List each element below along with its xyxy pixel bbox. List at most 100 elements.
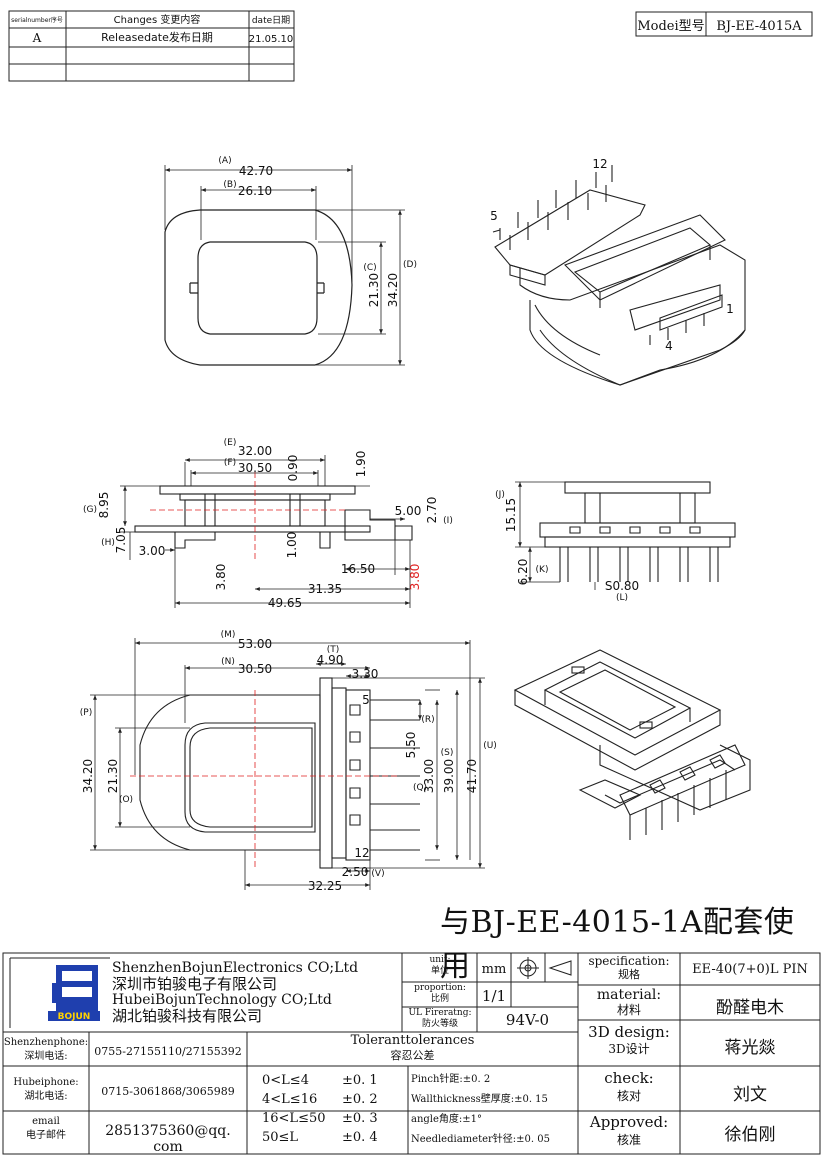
proportion-label-cn: 比例 [430,994,449,1004]
company-names: ShenzhenBojunElectronics CO;Ltd 深圳市铂骏电子有… [112,960,358,1024]
unit-label-cn: 单位 [430,966,449,976]
approved-label: Approved: [589,1113,669,1131]
tol-value-3: ±0. 3 [342,1111,378,1126]
iso-pin-12: 12 [592,157,607,171]
dim-side-30-50: 30.50 [238,461,272,475]
tol-range-1: 0<L≤4 [262,1073,309,1088]
tol-value-2: ±0. 2 [342,1092,378,1107]
material-value: 酚醛电木 [716,998,784,1018]
ul-label: UL Fireratng: [408,1008,472,1018]
dim-side-5-00: 5.00 [395,504,422,518]
material-label: material: [596,987,662,1003]
iso-view-bottom [513,649,751,840]
proportion-value: 1/1 [481,987,507,1005]
bottom-pin-5: 5 [362,693,370,707]
tolerance-ranges: 0<L≤4 4<L≤16 16<L≤50 50≤L [262,1071,326,1147]
dim-front-K-tag: (K) [536,565,549,575]
front-view [515,481,736,590]
design-label-cn: 3D设计 [608,1042,650,1056]
tol-range-2: 4<L≤16 [262,1092,318,1107]
bojun-logo: BOJUN [48,965,100,1022]
tolerance-title-cn: 容忍公差 [390,1049,435,1062]
dim-side-31-35: 31.35 [308,582,342,596]
dim-bottom-4-90: 4.90 [317,653,344,667]
contact-hb-label-cn: 湖北电话: [24,1091,68,1102]
tol-value-4: ±0. 4 [342,1130,378,1145]
contact-sz-label-cn: 深圳电话: [24,1051,68,1062]
dim-side-E-tag: (E) [224,438,237,448]
dim-front-S0-80: S0.80 [605,579,639,593]
contact-email-label-en: email [32,1116,60,1127]
design-cell: 3D design: 3D设计 [578,1024,680,1058]
logo-text: BOJUN [58,1012,91,1022]
dim-bottom-39: 39.00 [442,759,456,793]
tol-range-3: 16<L≤50 [262,1111,326,1126]
dim-front-6-20: 6.20 [516,559,530,586]
dim-bottom-2-50: 2.50 [342,865,369,879]
dim-side-32: 32.00 [238,444,272,458]
contact-sz-label-en: Shenzhenphone: [3,1037,89,1048]
design-value: 蒋光燚 [724,1038,776,1058]
contact-email-value: 2851375360@qq. com [105,1123,231,1155]
dim-front-J-tag: (J) [495,490,505,500]
dim-top-A: 42.70 [239,164,273,178]
spec-needle: Needlediameter针径:±0. 05 [411,1134,550,1145]
dim-front-15-15: 15.15 [504,498,518,532]
tolerance-header: Toleranttolerances 容忍公差 [247,1033,578,1063]
rev-row-date: 21.05.10 [249,34,294,45]
check-value: 刘文 [733,1085,767,1105]
top-view [164,165,405,366]
dim-bottom-O-tag: (O) [119,795,133,805]
spec-label-cn: 规格 [618,968,640,981]
dim-bottom-S-tag: (S) [441,748,454,758]
side-view [120,455,413,608]
material-label-cn: 材料 [616,1003,641,1017]
dim-bottom-32-25: 32.25 [308,879,342,893]
dim-bottom-41-70: 41.70 [465,759,479,793]
company-en-2: HubeiBojunTechnology CO;Ltd [112,992,332,1008]
dim-bottom-N-tag: (N) [221,657,235,667]
revision-table [8,10,295,82]
ul-value: 94V-0 [505,1011,550,1029]
company-cn-1: 深圳市铂骏电子有限公司 [112,975,278,993]
dim-side-F-tag: (F) [224,458,236,468]
dim-bottom-V-tag: (V) [371,869,384,879]
contact-hb-label-en: Hubeiphone: [13,1077,79,1088]
dim-side-1-90: 1.90 [354,451,368,478]
unit-cell: unit: 单位 [404,955,476,977]
dim-side-16-50: 16.50 [341,562,375,576]
dim-bottom-3-30: 3.30 [352,667,379,681]
dim-side-1-00: 1.00 [285,532,299,559]
spec-value: EE-40(7+0)L PIN [692,962,808,977]
iso-pin-4: 4 [665,339,673,353]
tolerance-values: ±0. 1 ±0. 2 ±0. 3 ±0. 4 [342,1071,378,1147]
dim-side-7-05: 7.05 [114,527,128,554]
proportion-cell: proportion: 比例 [404,983,476,1005]
iso-view-top [492,165,746,386]
unit-label: unit: [429,955,451,965]
spec-angle: angle角度:±1° [411,1114,483,1125]
dim-bottom-M-tag: (M) [221,630,236,640]
contact-sz-value: 0755-27155110/27155392 [94,1045,242,1058]
rev-header-serial: serialnumber序号 [11,16,63,24]
iso-pin-5: 5 [490,209,498,223]
dim-side-8-95: 8.95 [97,492,111,519]
rev-header-date: date日期 [252,15,290,26]
rev-row-serial: A [32,31,42,45]
dim-bottom-30-50: 30.50 [238,662,272,676]
dim-side-I-tag: (I) [443,516,453,526]
approved-label-cn: 核准 [616,1133,641,1147]
unit-value: mm [481,962,507,977]
proportion-label: proportion: [414,983,466,993]
dim-front-L-tag: (L) [616,593,628,603]
design-label: 3D design: [588,1023,670,1041]
dim-top-C: 21.30 [367,273,381,307]
iso-pin-1: 1 [726,302,734,316]
dim-bottom-R-tag: (R) [421,715,434,725]
dim-top-D-tag: (D) [403,260,417,270]
company-en-1: ShenzhenBojunElectronics CO;Ltd [112,960,359,976]
ul-cell: UL Fireratng: 防火等级 [404,1008,476,1030]
dim-top-D: 34.20 [386,273,400,307]
spec-cell: specification: 规格 [578,955,680,982]
dim-side-3-00: 3.00 [139,544,166,558]
